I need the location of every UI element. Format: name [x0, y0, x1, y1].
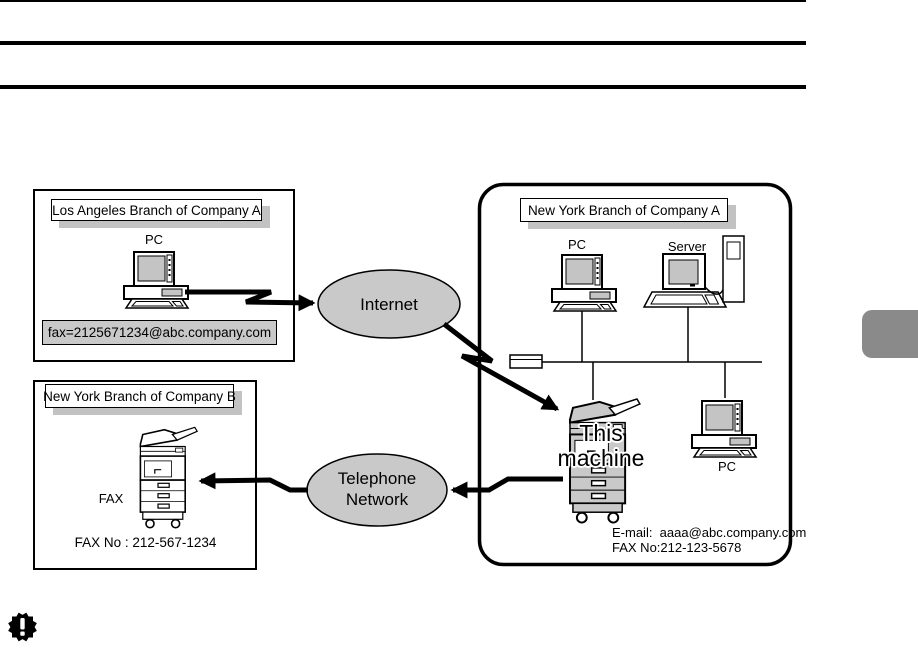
- internet-label: Internet: [360, 295, 418, 314]
- internet-cloud: [317, 269, 461, 339]
- la-fax-address-bar: fax=2125671234@abc.company.com: [42, 320, 277, 345]
- la-title-box: Los Angeles Branch of Company A: [51, 199, 262, 221]
- header-rule-top: [0, 0, 806, 2]
- la-pc-label: PC: [144, 232, 164, 247]
- arrow-pc-to-internet: [185, 289, 316, 312]
- b-fax-label: FAX: [98, 491, 124, 506]
- ny-branch-a-box: [477, 182, 793, 567]
- telephone-label-line2: Network: [345, 490, 409, 509]
- ny-email: E-mail: aaaa@abc.company.com: [612, 525, 807, 540]
- la-fax-address: fax=2125671234@abc.company.com: [47, 325, 272, 340]
- ny-b-title-box: New York Branch of Company B: [43, 384, 236, 408]
- header-rule-bottom: [0, 85, 806, 89]
- header-rule-middle: [0, 41, 806, 45]
- la-title: Los Angeles Branch of Company A: [52, 202, 261, 218]
- arrow-telephone-to-fax: [198, 472, 308, 493]
- this-machine-line1: This: [579, 420, 623, 446]
- chapter-side-tab: [862, 310, 918, 358]
- ny-fax-number: FAX No:212-123-5678: [612, 540, 742, 555]
- ny-pc2-label: PC: [717, 459, 737, 474]
- telephone-label-line1: Telephone: [337, 469, 417, 488]
- ny-a-title: New York Branch of Company A: [527, 202, 721, 218]
- arrow-machine-to-telephone: [450, 476, 563, 499]
- this-machine-line2: machine: [557, 445, 645, 471]
- telephone-network-label: Telephone Network: [307, 468, 447, 510]
- this-machine-label: This machine: [551, 421, 651, 471]
- b-fax-number: FAX No : 212-567-1234: [74, 535, 217, 550]
- ny-a-title-box: New York Branch of Company A: [520, 198, 728, 222]
- lan-hub: [509, 354, 543, 369]
- ny-server-icon: [642, 235, 745, 308]
- arrow-internet-to-machine: [442, 322, 560, 412]
- ny-server-label: Server: [667, 239, 707, 254]
- ny-b-title: New York Branch of Company B: [43, 388, 236, 404]
- important-icon: [8, 612, 37, 642]
- ny-pc-label: PC: [567, 237, 587, 252]
